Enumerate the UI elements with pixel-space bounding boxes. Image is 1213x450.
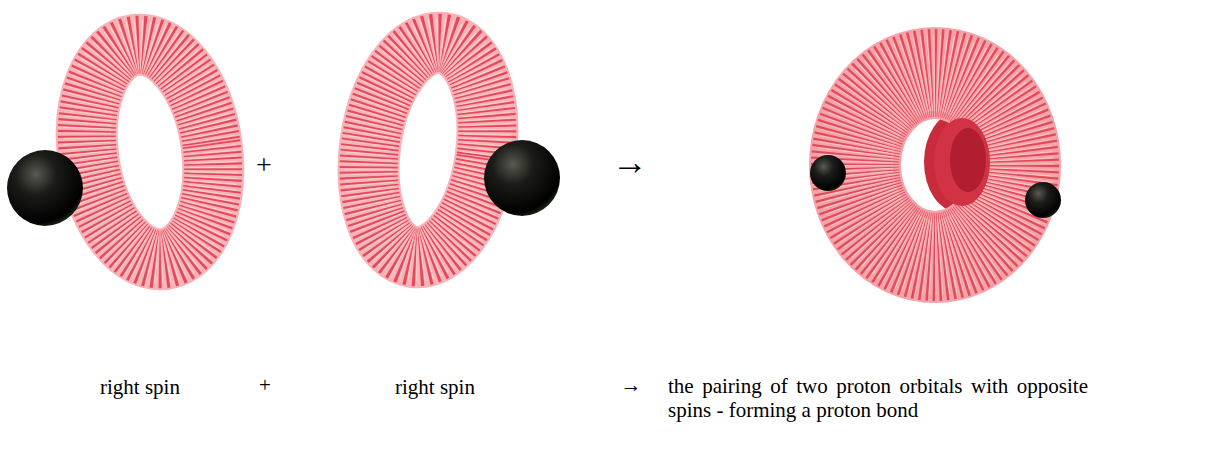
proton-sphere	[810, 155, 846, 191]
torus-coils	[855, 73, 1015, 257]
torus-coils	[356, 35, 501, 265]
result-caption: the pairing of two proton orbitals with …	[668, 374, 1088, 422]
spin-caption: right spin	[100, 375, 180, 400]
proton-sphere	[484, 140, 560, 216]
arrow-sign: →	[612, 141, 648, 183]
torus-body	[74, 36, 227, 267]
torus-left	[7, 36, 226, 267]
torus-body	[356, 35, 501, 265]
torus-bond	[810, 73, 1061, 257]
torus-hole	[934, 118, 990, 206]
torus-coils	[74, 36, 227, 267]
torus-highlight	[356, 35, 501, 265]
torus-body	[855, 73, 1015, 257]
torus-hole-shadow	[950, 128, 986, 192]
proton-sphere	[1025, 182, 1061, 218]
proton-sphere	[7, 150, 83, 226]
spin-caption: right spin	[395, 375, 475, 400]
torus-highlight	[855, 73, 1015, 257]
plus-sign: +	[259, 373, 271, 398]
torus-highlight	[74, 36, 227, 267]
arrow-sign: →	[621, 373, 642, 398]
plus-sign: +	[256, 149, 272, 181]
torus-middle	[356, 35, 560, 265]
